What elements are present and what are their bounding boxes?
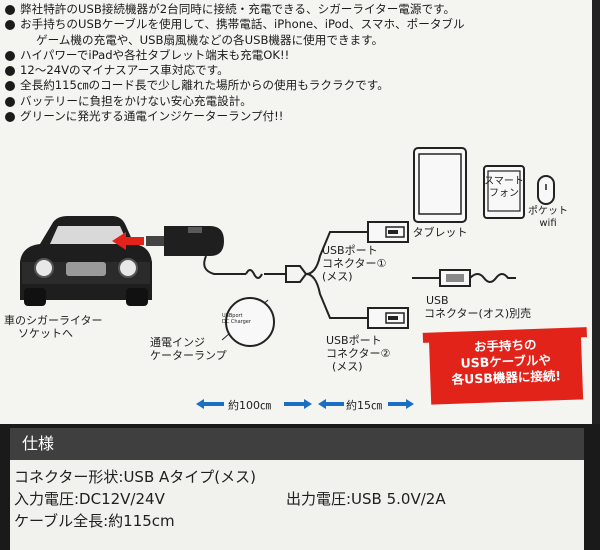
promo-banner: お手持ちの USBケーブルや 各USB機器に接続! [428,331,584,405]
length-main-label: 約100㎝ [228,399,271,412]
feature-list: 弊社特許のUSB接続機器が2台同時に接続・充電できる、シガーライター電源です。 … [4,2,594,124]
usage-diagram [20,147,555,409]
spec-input-voltage: 入力電圧:DC12V/24V [14,490,165,508]
spec-connector: コネクター形状:USB Aタイプ(メス) [14,468,256,486]
feature-item: 12～24Vのマイナスアース車対応です。 [4,63,594,78]
feature-item: 弊社特許のUSB接続機器が2台同時に接続・充電できる、シガーライター電源です。 [4,2,594,17]
spec-output-voltage: 出力電圧:USB 5.0V/2A [286,490,446,508]
feature-card: 弊社特許のUSB接続機器が2台同時に接続・充電できる、シガーライター電源です。 … [0,0,600,424]
feature-item: バッテリーに負担をかけない安心充電設計。 [4,94,594,109]
tablet-icon [413,147,467,223]
usb-female-connector-2-icon [367,307,409,329]
tablet-label: タブレット [412,226,468,239]
spec-panel: 仕様 コネクター形状:USB Aタイプ(メス) 入力電圧:DC12V/24V 出… [10,428,584,550]
length-branch-label: 約15㎝ [346,399,382,412]
feature-item-continued: ゲーム機の充電や、USB扇風機などの各USB機器に使用できます。 [36,32,384,47]
pocket-wifi-icon [537,175,555,205]
dimension-arrows [196,399,414,409]
car-socket-label: 車のシガーライター ソケットへ [4,314,103,340]
mini-car-icon [20,216,152,306]
spec-heading: 仕様 [10,428,584,460]
usb-male-connector-icon [412,269,516,287]
indicator-badge: USBport DC Charger [222,313,251,325]
smartphone-icon [483,165,525,219]
car-charger-icon [146,226,224,256]
port2-label: USBポート コネクター② (メス) [326,334,391,373]
feature-item: お手持ちのUSBケーブルを使用して、携帯電話、iPhone、iPod、スマホ、ポ… [4,17,594,32]
port1-label: USBポート コネクター① (メス) [322,244,387,283]
feature-item: ハイパワーでiPadや各社タブレット端末も充電OK!! [4,48,594,63]
feature-item: 全長約115㎝のコード長で少し離れた場所からの使用もラクラクです。 [4,78,594,93]
usb-male-label: USB コネクター(オス)別売 [424,294,532,320]
pocket-wifi-label: ポケット wifi [528,206,568,229]
feature-item: グリーンに発光する通電インジケーターランプ付!! [4,109,594,124]
indicator-label: 通電インジ ケーターランプ [150,336,227,362]
indicator-lamp-icon [225,297,275,347]
usb-female-connector-1-icon [367,221,409,243]
spec-cable-length: ケーブル全長:約115cm [14,512,175,530]
smartphone-label: スマート フォン [484,176,524,199]
insert-arrow-icon [112,232,144,250]
